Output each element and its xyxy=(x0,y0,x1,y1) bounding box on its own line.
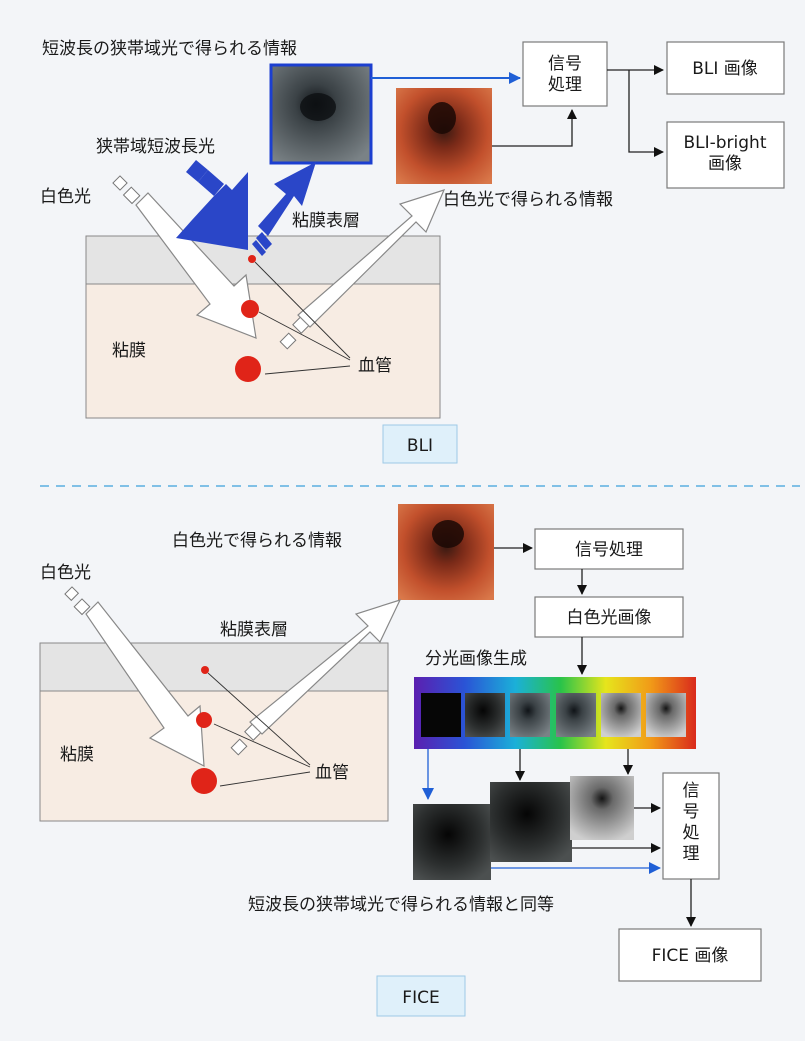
fice-vessel-small xyxy=(201,666,209,674)
narrowband-light-label: 狭帯域短波長光 xyxy=(96,137,215,157)
bli-mucosa-label: 粘膜 xyxy=(112,341,146,361)
bli-image-label: BLI 画像 xyxy=(692,59,758,79)
fice-tag-label: FICE xyxy=(402,988,439,1008)
spectral-image-5 xyxy=(601,693,641,737)
bli-vessel-large xyxy=(235,356,261,382)
bli-tag-label: BLI xyxy=(407,436,433,456)
fice-vessel-pointer-1 xyxy=(207,672,311,766)
fice-mucosa xyxy=(39,690,389,822)
fice-vessel-large xyxy=(191,768,217,794)
spectral-image-strip xyxy=(414,677,696,749)
narrowband-image xyxy=(269,63,373,165)
bli-signal-processing-box: 信号処理 xyxy=(522,41,608,107)
narrowband-in-arrow xyxy=(176,160,248,250)
spectral-image-6 xyxy=(646,693,686,737)
fice-white-image-label: 白色光画像 xyxy=(567,608,652,628)
bli-tag: BLI xyxy=(382,424,458,464)
white-to-signal-arrow xyxy=(492,109,577,147)
fice-mucosa-surface xyxy=(39,642,389,692)
bli-vessel-medium xyxy=(241,300,259,318)
bli-vessel-pointer-3 xyxy=(264,365,351,375)
bli-vessel-pointer-1 xyxy=(254,261,351,359)
fice-image-label: FICE 画像 xyxy=(652,946,729,966)
equivalent-label: 短波長の狭帯域光で得られる情報と同等 xyxy=(248,895,554,915)
fice-signal-processing-label: 信号処理 xyxy=(575,540,643,560)
white-light-image xyxy=(396,88,492,184)
bli-signal-processing-label: 信号処理 xyxy=(548,54,582,95)
fice-mucosa-surface-label: 粘膜表層 xyxy=(220,620,288,640)
selected-image-red xyxy=(570,776,634,840)
bli-mucosa-surface-label: 粘膜表層 xyxy=(292,211,360,231)
selected-image-blue xyxy=(413,804,491,880)
fice-white-light-out-arrow xyxy=(230,599,402,756)
spectral-image-1 xyxy=(421,693,461,737)
bli-vessel-small xyxy=(248,255,256,263)
fice-mucosa-label: 粘膜 xyxy=(60,745,94,765)
bli-bright-arrow xyxy=(628,70,664,157)
fice-white-info-label: 白色光で得られる情報 xyxy=(172,531,342,551)
bli-image-box: BLI 画像 xyxy=(666,41,785,95)
narrowband-info-label: 短波長の狭帯域光で得られる情報 xyxy=(42,39,297,59)
fice-vessel-pointer-2 xyxy=(213,723,311,768)
spectral-image-3 xyxy=(510,693,550,737)
bli-white-light-out-arrow xyxy=(279,189,446,350)
bli-mucosa xyxy=(85,283,441,419)
fice-white-light-in-arrow xyxy=(64,586,205,768)
fice-signal-processing-box: 信号処理 xyxy=(534,528,684,570)
bli-vessel-pointer-2 xyxy=(258,311,351,361)
fice-vessel-pointer-3 xyxy=(219,771,311,787)
fice-white-light-label: 白色光 xyxy=(40,563,91,583)
bli-white-info-label: 白色光で得られる情報 xyxy=(443,190,613,210)
bli-white-light-label: 白色光 xyxy=(40,187,91,207)
fice-vessel-medium xyxy=(196,712,212,728)
fice-white-image-box: 白色光画像 xyxy=(534,596,684,638)
spectral-image-4 xyxy=(556,693,596,737)
fice-tag: FICE xyxy=(376,975,466,1017)
fice-white-light-image xyxy=(398,504,494,600)
fice-vertical-signal-label: 信号処理 xyxy=(683,781,700,864)
fice-vessel-label: 血管 xyxy=(315,763,349,783)
spectral-generation-label: 分光画像生成 xyxy=(425,649,527,669)
spectral-image-2 xyxy=(465,693,505,737)
fice-image-box: FICE 画像 xyxy=(618,928,762,982)
narrowband-out-arrow xyxy=(252,162,316,256)
bli-vessel-label: 血管 xyxy=(358,356,392,376)
selected-image-green xyxy=(490,782,572,862)
fice-vertical-signal-box: 信号処理 xyxy=(662,772,720,880)
